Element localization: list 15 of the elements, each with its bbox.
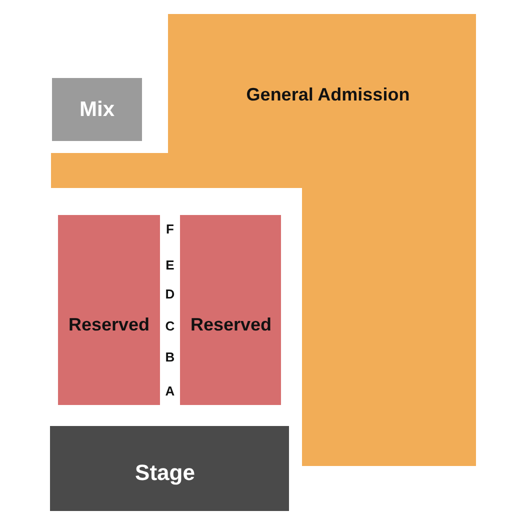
- section-label: Reserved: [68, 314, 150, 336]
- row-letter: C: [165, 318, 175, 334]
- row-letter: B: [165, 350, 175, 364]
- section-label: Mix: [80, 98, 114, 122]
- reserved-section: [180, 215, 281, 405]
- row-letter: D: [165, 286, 175, 302]
- section-label: Stage: [135, 460, 195, 486]
- row-letter: E: [166, 258, 174, 272]
- section-label: General Admission: [246, 84, 410, 106]
- stage-area: [50, 426, 289, 511]
- section-label: Reserved: [190, 314, 272, 336]
- row-letter: F: [166, 222, 174, 236]
- row-letter: A: [165, 384, 175, 398]
- reserved-section: [58, 215, 160, 405]
- mix-area: [52, 78, 142, 141]
